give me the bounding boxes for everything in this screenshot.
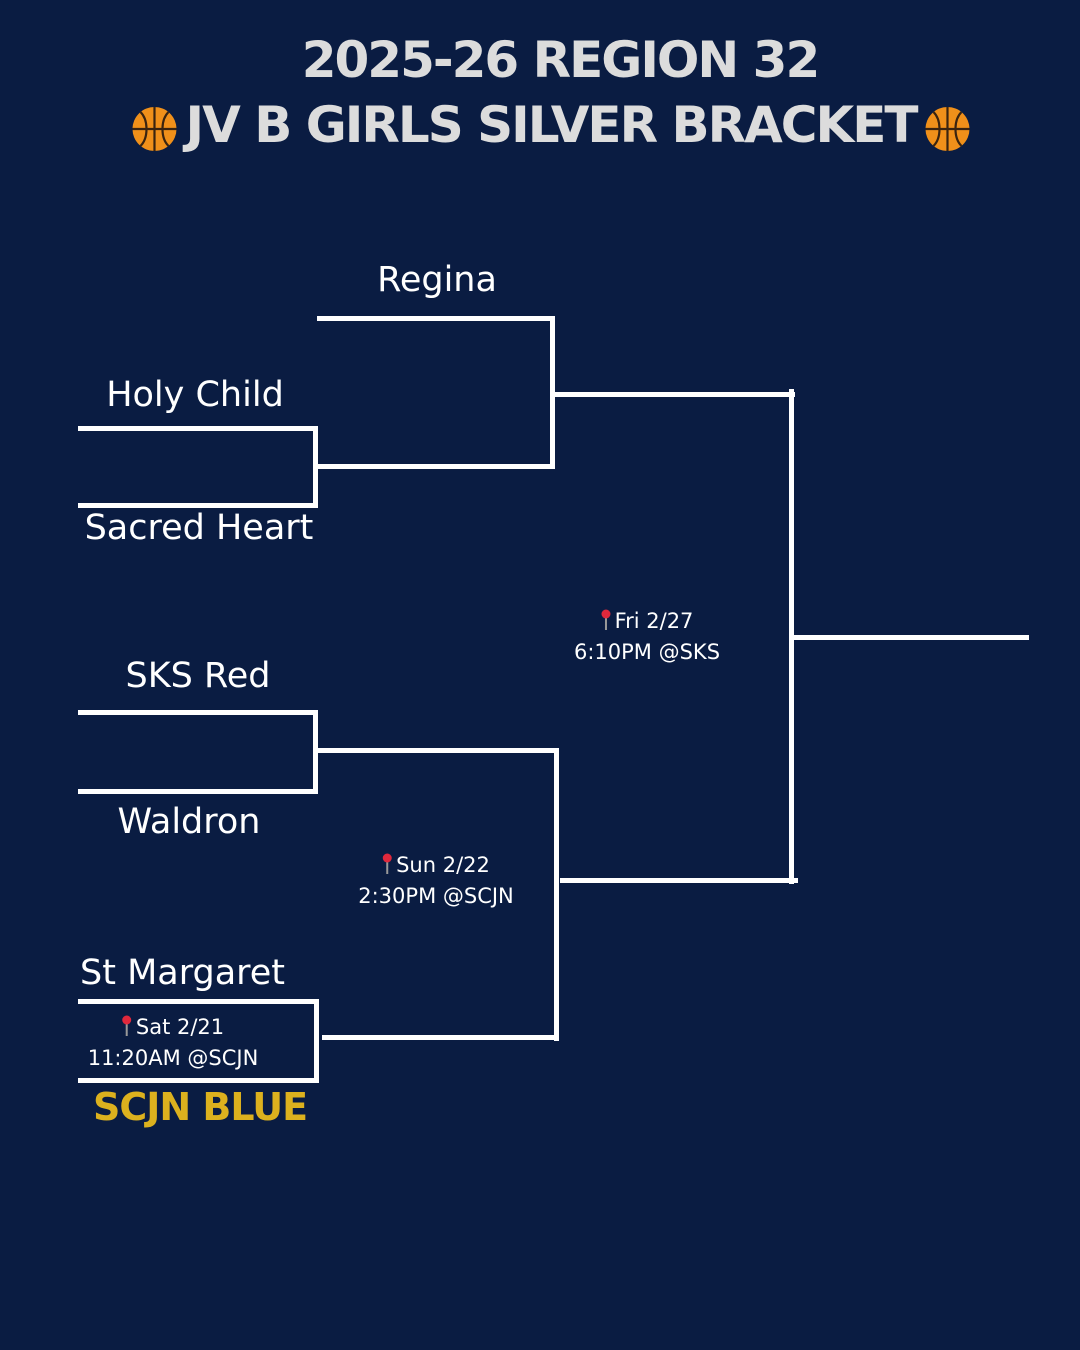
title-line-2-wrap: JV B GIRLS SILVER BRACKET (123, 96, 978, 154)
game-semi-info: Sun 2/22 2:30PM @SCJN (358, 850, 514, 912)
game-date: Sun 2/22 (396, 853, 490, 877)
team-holy-child: Holy Child (106, 375, 284, 415)
game-date: Fri 2/27 (614, 609, 694, 633)
team-sacred-heart: Sacred Heart (84, 508, 314, 548)
team-sks-red: SKS Red (125, 656, 271, 696)
team-regina: Regina (377, 260, 497, 300)
team-scjn-blue: SCJN BLUE (92, 1085, 308, 1129)
pin-icon (122, 1015, 132, 1037)
pin-icon (601, 609, 611, 631)
title-line-2: JV B GIRLS SILVER BRACKET (185, 96, 918, 154)
game-time: 2:30PM @SCJN (358, 884, 514, 908)
title-line-1: 2025-26 REGION 32 (301, 31, 821, 89)
game-date: Sat 2/21 (135, 1015, 225, 1039)
game-final-info: Fri 2/27 6:10PM @SKS (574, 606, 720, 668)
game-time: 11:20AM @SCJN (87, 1046, 259, 1070)
game-time: 6:10PM @SKS (573, 640, 721, 664)
game-round1-info: Sat 2/21 11:20AM @SCJN (88, 1012, 259, 1074)
basketball-icon (131, 106, 177, 152)
basketball-icon (925, 106, 971, 152)
pin-icon (382, 853, 392, 875)
team-st-margaret: St Margaret (80, 953, 286, 993)
team-waldron: Waldron (117, 802, 261, 842)
